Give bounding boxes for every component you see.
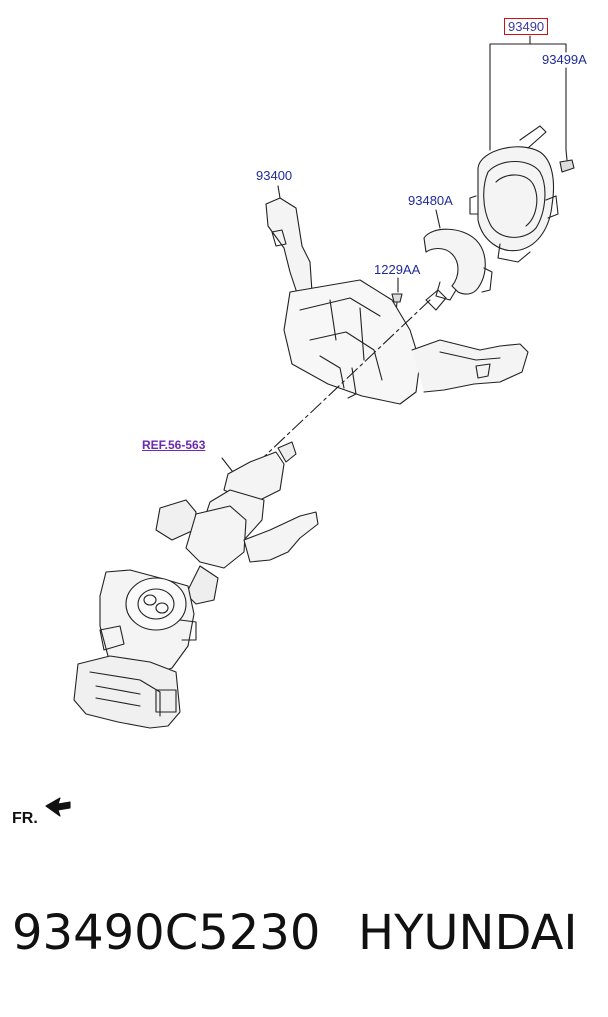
assembly-axis <box>249 299 431 471</box>
callout-93490[interactable]: 93490 <box>504 18 549 35</box>
callout-93480A[interactable]: 93480A <box>408 193 453 208</box>
leader-93490 <box>489 35 567 151</box>
callout-93400[interactable]: 93400 <box>256 168 293 183</box>
leader-93400 <box>277 185 281 199</box>
bolt-part <box>391 293 403 313</box>
caption-bar: 93490C5230 HYUNDAI <box>0 905 608 975</box>
clock-spring-part <box>469 125 559 263</box>
callout-ref[interactable]: REF.56-563 <box>142 438 206 452</box>
screw-part <box>559 149 575 173</box>
front-direction-label: FR. <box>12 810 38 827</box>
caption-brand: HYUNDAI <box>358 905 578 961</box>
contact-ring-part <box>423 228 493 301</box>
front-direction-arrow-icon <box>45 797 71 817</box>
caption-part-number: 93490C5230 <box>12 905 321 961</box>
multifunction-switch-part <box>265 197 529 405</box>
callout-93499A[interactable]: 93499A <box>542 52 587 67</box>
callout-1229AA[interactable]: 1229AA <box>374 262 421 277</box>
leader-93480A <box>435 209 441 229</box>
parts-diagram <box>45 35 575 817</box>
steering-column-part <box>73 441 319 729</box>
